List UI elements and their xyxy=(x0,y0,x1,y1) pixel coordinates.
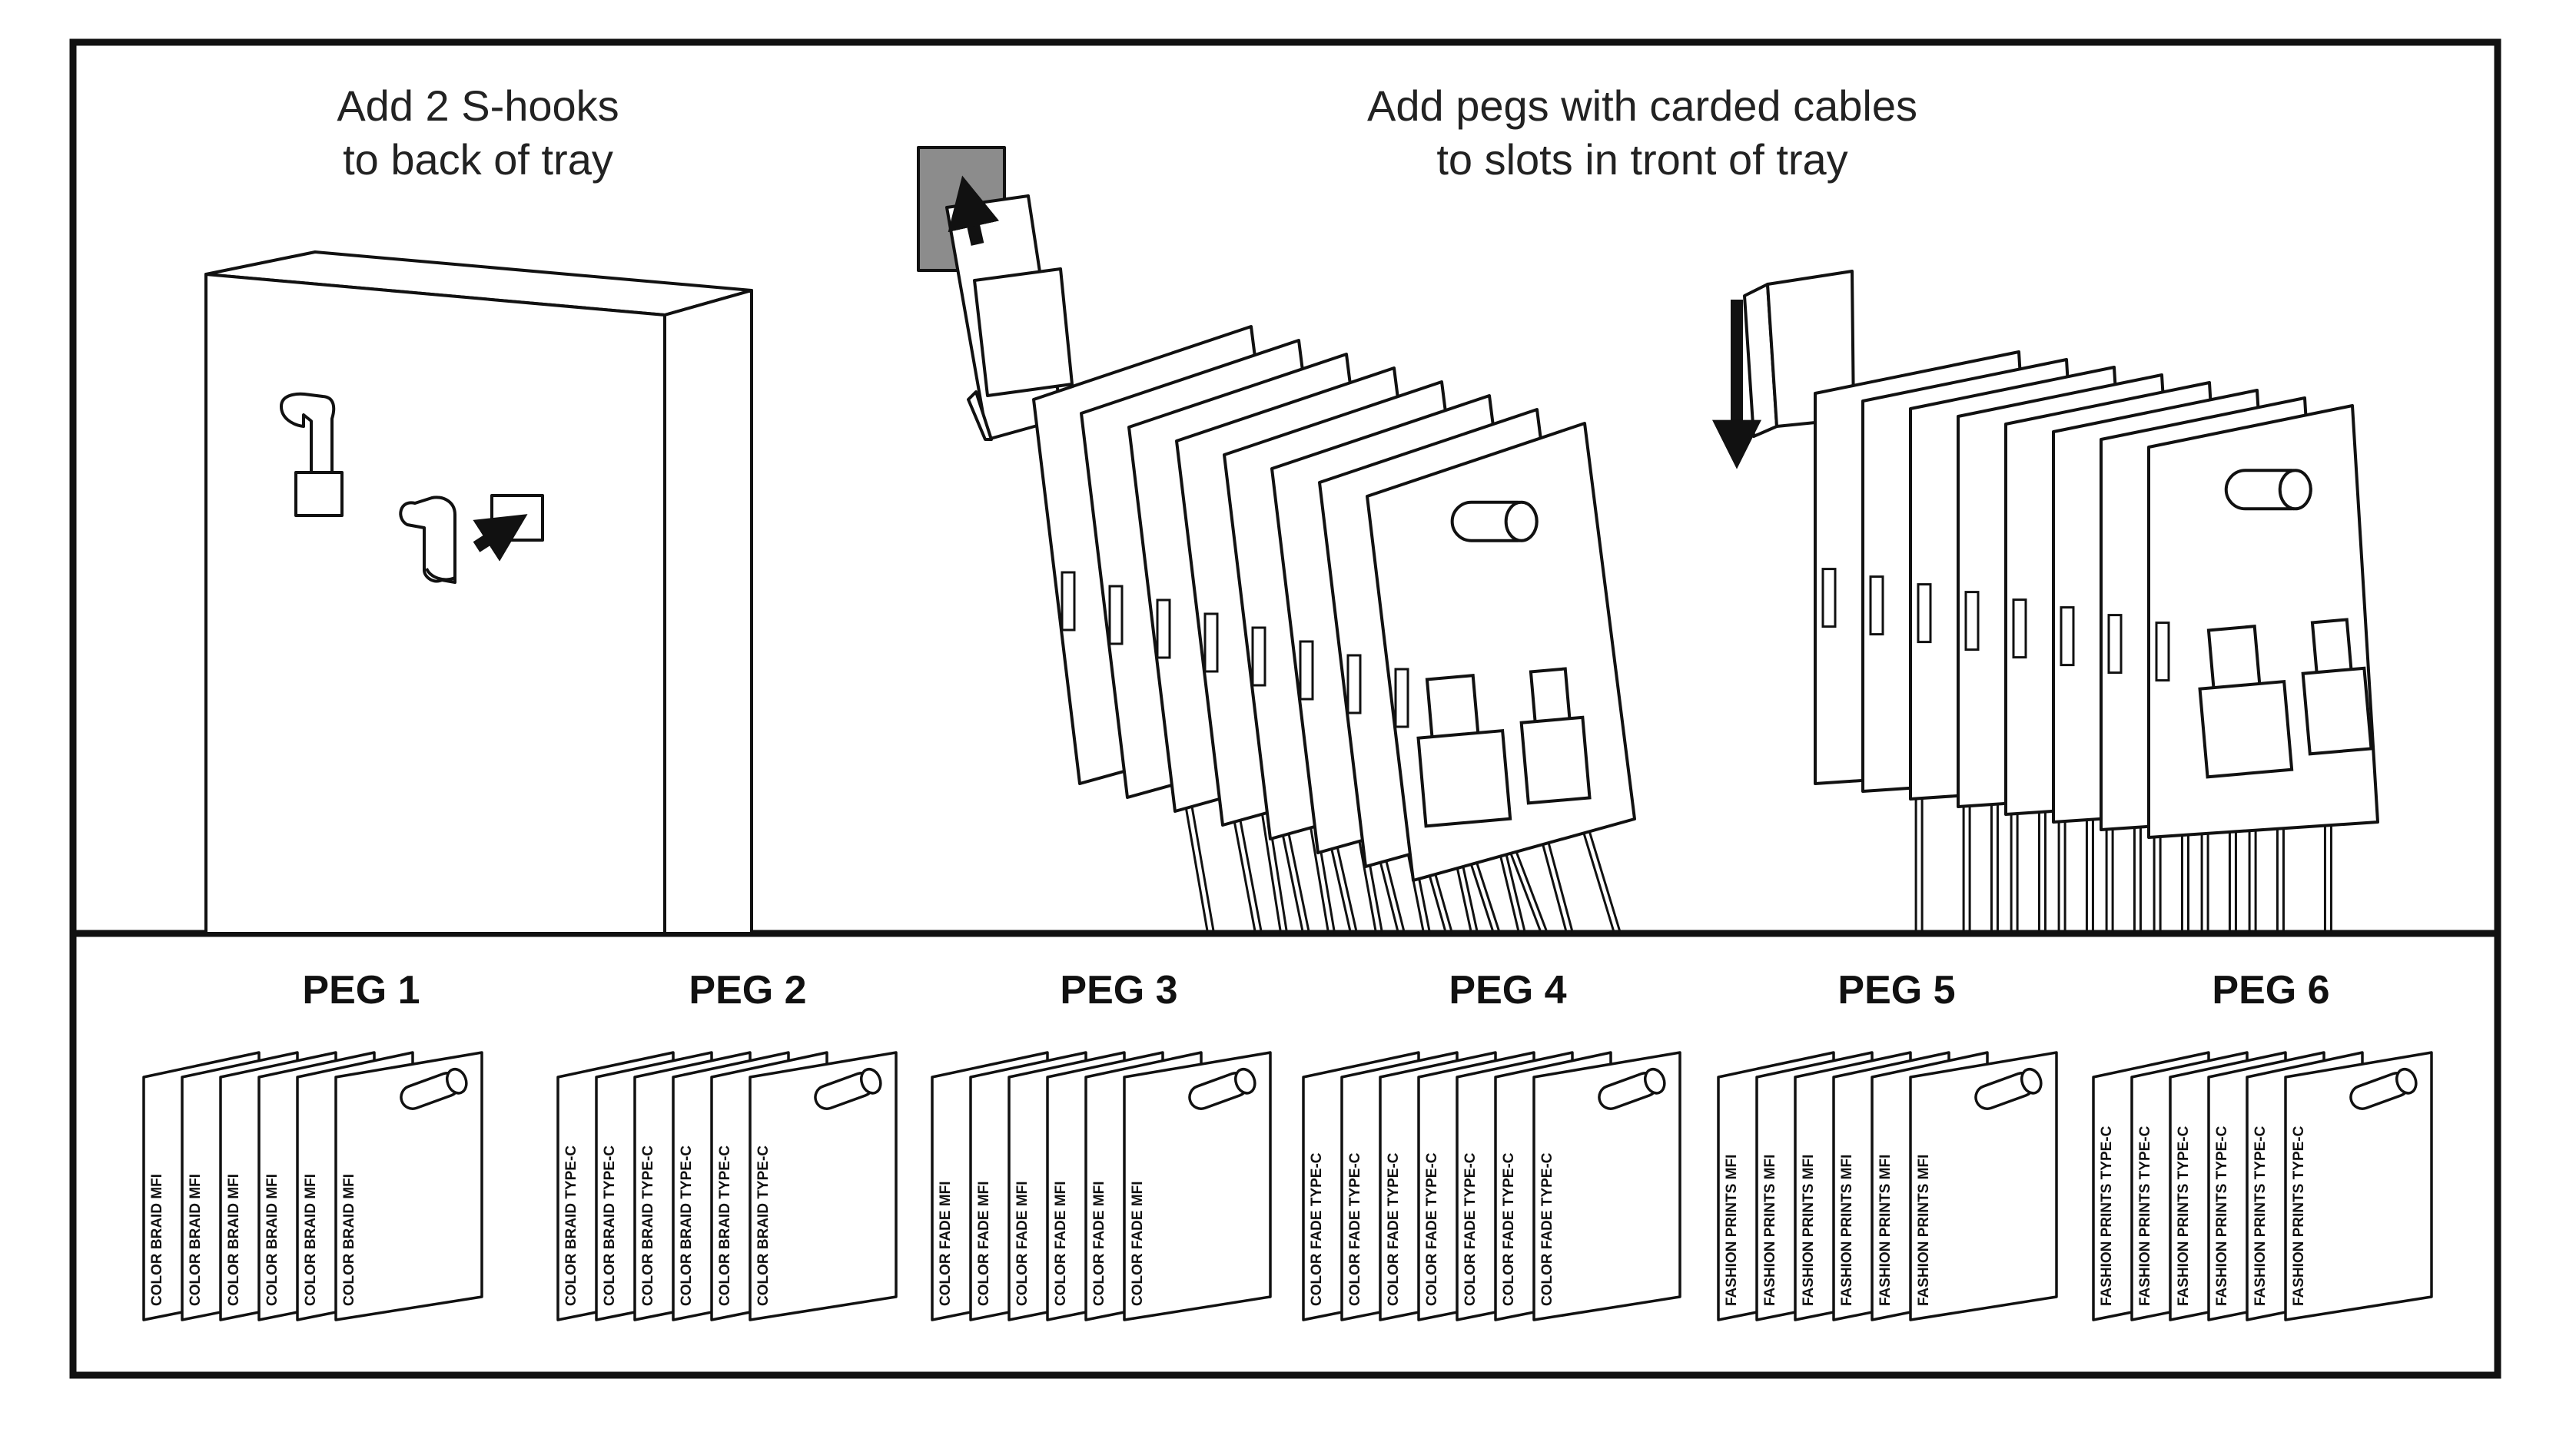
caption-pegs-line2: to slots in tront of tray xyxy=(1436,135,1847,184)
hook-direction-arrow xyxy=(473,514,528,562)
carded-cable-stack-right xyxy=(1814,350,2379,933)
peg-4-title: PEG 4 xyxy=(1449,968,1566,1013)
peg-card: COLOR FADE TYPE-C xyxy=(1532,1051,1681,1321)
peg-hole-icon xyxy=(2349,1067,2418,1110)
peg-card-label: COLOR BRAID MFI xyxy=(149,1174,165,1306)
peg-card-label: COLOR FADE MFI xyxy=(976,1181,992,1306)
peg-card: FASHION PRINTS TYPE-C xyxy=(2284,1051,2433,1321)
peg-card: COLOR BRAID MFI xyxy=(334,1051,483,1321)
peg-card-label: COLOR FADE TYPE-C xyxy=(1386,1152,1402,1306)
peg-card: COLOR FADE MFI xyxy=(1123,1051,1272,1321)
peg-hole-icon xyxy=(1188,1067,1256,1110)
carded-cable-stack-left xyxy=(1032,325,1636,934)
peg-card-label: COLOR FADE MFI xyxy=(938,1181,954,1306)
peg-hole-icon xyxy=(1974,1067,2043,1110)
tray-side-face xyxy=(663,289,753,935)
hanger-insert-down xyxy=(1743,270,1855,438)
peg-card-label: COLOR BRAID MFI xyxy=(226,1174,242,1306)
peg-1-cards: COLOR BRAID MFI COLOR BRAID MFI COLOR BRAI… xyxy=(142,1051,483,1321)
peg-6-cards: FASHION PRINTS TYPE-C FASHION PRINTS TYPE… xyxy=(2092,1051,2433,1321)
peg-card-label: FASHION PRINTS TYPE-C xyxy=(2099,1125,2115,1306)
peg-card-label: COLOR BRAID TYPE-C xyxy=(679,1145,695,1306)
peg-card-label: COLOR FADE MFI xyxy=(1091,1181,1107,1306)
peg-card: FASHION PRINTS MFI xyxy=(1909,1051,2058,1321)
peg-hole-icon xyxy=(1598,1067,1666,1110)
peg-card-label: FASHION PRINTS MFI xyxy=(1839,1155,1855,1306)
peg-card-label: FASHION PRINTS TYPE-C xyxy=(2214,1125,2230,1306)
s-hook-1 xyxy=(280,392,344,517)
front-card-detail xyxy=(2198,469,2373,779)
peg-card-label: FASHION PRINTS TYPE-C xyxy=(2137,1125,2153,1306)
peg-card-label: COLOR FADE MFI xyxy=(1014,1181,1031,1306)
peg-card-label: COLOR BRAID TYPE-C xyxy=(602,1145,618,1306)
hanger-insert-up xyxy=(917,146,1074,441)
peg-hole-icon xyxy=(400,1067,468,1110)
peg-card-label: COLOR FADE TYPE-C xyxy=(1424,1152,1440,1306)
peg-2-title: PEG 2 xyxy=(689,968,806,1013)
peg-card-label: COLOR FADE TYPE-C xyxy=(1539,1152,1555,1306)
peg-card-label: COLOR BRAID TYPE-C xyxy=(717,1145,733,1306)
peg-card-label: COLOR FADE TYPE-C xyxy=(1347,1152,1363,1306)
peg-card-label: COLOR FADE TYPE-C xyxy=(1501,1152,1517,1306)
front-card-detail xyxy=(1416,500,1592,828)
lift-arrow xyxy=(948,175,1000,246)
peg-card-label: FASHION PRINTS MFI xyxy=(1724,1155,1740,1306)
peg-card-label: COLOR BRAID TYPE-C xyxy=(755,1145,772,1306)
peg-card-label: COLOR BRAID TYPE-C xyxy=(563,1145,579,1306)
peg-card-label: COLOR FADE MFI xyxy=(1130,1181,1146,1306)
tray-back xyxy=(204,250,753,935)
peg-card-label: COLOR BRAID MFI xyxy=(264,1174,281,1306)
caption-hooks-line1: Add 2 S-hooks xyxy=(337,81,619,130)
caption-hooks-line2: to back of tray xyxy=(343,135,613,184)
peg-card-label: FASHION PRINTS TYPE-C xyxy=(2176,1125,2192,1306)
peg-card-label: COLOR FADE MFI xyxy=(1053,1181,1069,1306)
peg-card-label: FASHION PRINTS MFI xyxy=(1801,1155,1817,1306)
peg-card-label: COLOR BRAID TYPE-C xyxy=(640,1145,656,1306)
peg-4-cards: COLOR FADE TYPE-C COLOR FADE TYPE-C COLOR … xyxy=(1302,1051,1681,1321)
peg-card-label: COLOR FADE TYPE-C xyxy=(1462,1152,1479,1306)
peg-3-title: PEG 3 xyxy=(1060,968,1177,1013)
peg-3-cards: COLOR FADE MFI COLOR FADE MFI COLOR FADE M… xyxy=(931,1051,1272,1321)
peg-1-title: PEG 1 xyxy=(302,968,420,1013)
peg-2-cards: COLOR BRAID TYPE-C COLOR BRAID TYPE-C COLO… xyxy=(556,1051,898,1321)
peg-card-label: FASHION PRINTS TYPE-C xyxy=(2252,1125,2269,1306)
peg-card-label: FASHION PRINTS MFI xyxy=(1877,1155,1894,1306)
peg-5-title: PEG 5 xyxy=(1837,968,1955,1013)
tray-front-face xyxy=(204,273,666,935)
peg-hole-icon xyxy=(814,1067,882,1110)
caption-pegs-line1: Add pegs with carded cables xyxy=(1367,81,1917,130)
peg-card-label: COLOR BRAID MFI xyxy=(341,1174,357,1306)
peg-5-cards: FASHION PRINTS MFI FASHION PRINTS MFI FASH… xyxy=(1717,1051,2058,1321)
peg-card-label: COLOR BRAID MFI xyxy=(188,1174,204,1306)
peg-card-label: COLOR BRAID MFI xyxy=(303,1174,319,1306)
peg-6-title: PEG 6 xyxy=(2212,968,2329,1013)
peg-card: COLOR BRAID TYPE-C xyxy=(749,1051,898,1321)
peg-card-label: COLOR FADE TYPE-C xyxy=(1309,1152,1325,1306)
peg-card-label: FASHION PRINTS MFI xyxy=(1916,1155,1932,1306)
peg-card-label: FASHION PRINTS MFI xyxy=(1762,1155,1778,1306)
peg-card-label: FASHION PRINTS TYPE-C xyxy=(2291,1125,2307,1306)
